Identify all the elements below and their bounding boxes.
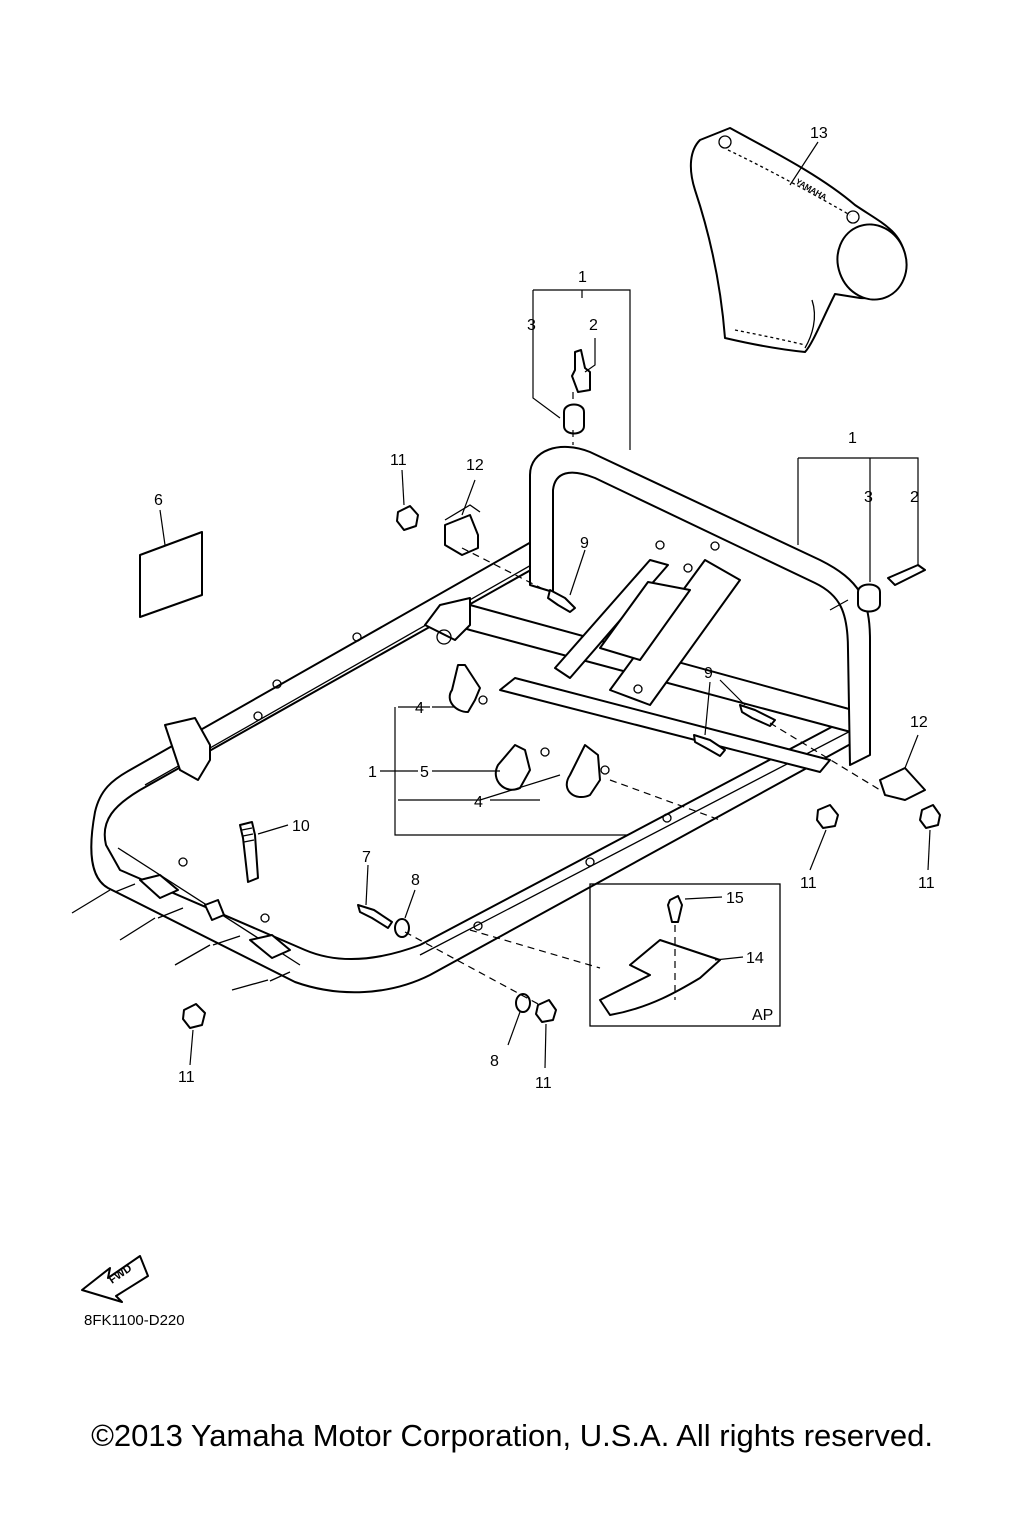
bolt-9-upper[interactable]: [547, 549, 586, 613]
callout-11-right: 11: [918, 875, 935, 892]
inset-ap[interactable]: AP: [589, 883, 781, 1027]
washer-8-low[interactable]: [507, 993, 531, 1046]
callout-9-upper: 9: [580, 535, 589, 552]
callout-5: 5: [420, 764, 429, 781]
washer-8-mid[interactable]: [394, 889, 416, 938]
strap-10[interactable]: [239, 821, 289, 883]
bushing-rivet-top[interactable]: [532, 289, 631, 450]
nut-11-bottom[interactable]: [535, 999, 557, 1069]
callout-2-right: 2: [910, 489, 919, 506]
callout-12-top: 12: [466, 457, 484, 474]
callout-11-bottom: 11: [535, 1075, 552, 1092]
front-studs: [71, 883, 291, 991]
callout-12-right: 12: [910, 714, 928, 731]
nut-11-left[interactable]: [182, 1003, 206, 1066]
pad-cover-13[interactable]: YAMAHA: [689, 127, 917, 353]
decal-6[interactable]: [139, 509, 203, 618]
inset-label: AP: [752, 1007, 773, 1024]
callout-13: 13: [810, 125, 828, 142]
bolt-9-lower[interactable]: [693, 679, 776, 757]
callout-1-left: 1: [368, 764, 377, 781]
upright-handle-frame[interactable]: [529, 445, 871, 766]
nut-11-front[interactable]: [809, 804, 839, 871]
clip-12-right[interactable]: [879, 734, 926, 801]
main-frame[interactable]: [90, 536, 868, 994]
callout-4-upper: 4: [415, 700, 424, 717]
assembly-lines: [404, 547, 881, 1006]
nut-11-right[interactable]: [919, 804, 941, 871]
callout-1-right: 1: [848, 430, 857, 447]
clip-12-top[interactable]: [444, 479, 481, 556]
document-code: 8FK1100-D220: [84, 1312, 185, 1329]
callout-labels: 13 1 3 2 1 3 2 11 12 6 9 9 12 4 1 5 4 10…: [154, 125, 935, 1092]
callout-8-mid: 8: [411, 872, 420, 889]
bolt-7[interactable]: [357, 864, 393, 929]
bushing-rivet-right[interactable]: [797, 457, 926, 613]
callout-6: 6: [154, 492, 163, 509]
callout-1-top: 1: [578, 269, 587, 286]
callout-14: 14: [746, 950, 764, 967]
callout-3-top: 3: [527, 317, 536, 334]
callout-7: 7: [362, 849, 371, 866]
callout-11-top: 11: [390, 452, 407, 469]
nut-11-top[interactable]: [396, 469, 419, 531]
callout-11-front: 11: [800, 875, 817, 892]
callout-10: 10: [292, 818, 310, 835]
callout-11-left: 11: [178, 1069, 195, 1086]
callout-8-low: 8: [490, 1053, 499, 1070]
callout-15: 15: [726, 890, 744, 907]
callout-9-lower: 9: [704, 665, 713, 682]
callout-2-top: 2: [589, 317, 598, 334]
copyright-notice: ©2013 Yamaha Motor Corporation, U.S.A. A…: [91, 1418, 933, 1453]
callout-4-lower: 4: [474, 794, 483, 811]
clamp-set[interactable]: [380, 664, 628, 836]
callout-3-right: 3: [864, 489, 873, 506]
fwd-arrow-icon: FWD: [81, 1255, 149, 1303]
